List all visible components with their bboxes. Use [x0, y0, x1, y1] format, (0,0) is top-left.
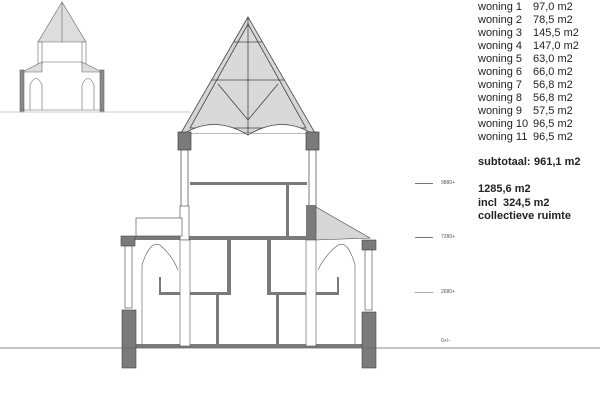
outer-walls — [120, 235, 377, 369]
subtotal-row: subtotaal:961,1 m2 — [478, 156, 580, 169]
area-row: woning 8 56,8 m2 — [478, 92, 580, 105]
subtotal-label: subtotaal: — [478, 156, 531, 168]
total-note: collectieve ruimte — [478, 210, 571, 222]
unit-area: 56,8 m2 — [533, 92, 573, 104]
total-block: 1285,6 m2 incl 324,5 m2 collectieve ruim… — [478, 183, 580, 224]
unit-name: woning 6 — [478, 66, 523, 78]
area-row: woning 6 66,0 m2 — [478, 66, 580, 79]
unit-name: woning 10 — [478, 118, 529, 130]
unit-area: 56,8 m2 — [533, 79, 573, 91]
roof-truss — [180, 16, 316, 136]
unit-name: woning 11 — [478, 131, 528, 143]
area-row: woning 4 147,0 m2 — [478, 40, 580, 53]
unit-area: 57,5 m2 — [533, 105, 573, 117]
right-low-roof — [315, 206, 372, 241]
unit-area: 78,5 m2 — [533, 14, 573, 26]
unit-area: 97,0 m2 — [533, 1, 573, 13]
thumbnail-section — [19, 1, 105, 113]
unit-name: woning 4 — [478, 40, 523, 52]
area-row: woning 5 63,0 m2 — [478, 53, 580, 66]
unit-name: woning 9 — [478, 105, 523, 117]
upper-columns — [177, 131, 320, 209]
unit-area: 147,0 m2 — [533, 40, 579, 52]
level-line-2680 — [415, 292, 433, 293]
unit-name: woning 8 — [478, 92, 523, 104]
level-line-7280 — [415, 237, 433, 238]
area-row: woning 7 56,8 m2 — [478, 79, 580, 92]
area-schedule: woning 1 97,0 m2 woning 2 78,5 m2 woning 3… — [478, 1, 580, 224]
unit-name: woning 5 — [478, 53, 523, 65]
area-row: woning 10 96,5 m2 — [478, 118, 580, 131]
subtotal-value: 961,1 m2 — [534, 156, 581, 168]
left-low-roof — [135, 217, 183, 237]
total-incl: incl 324,5 m2 — [478, 196, 550, 209]
level-line-9880 — [415, 183, 433, 184]
unit-area: 145,5 m2 — [533, 27, 579, 39]
level-label-7280: 7280+ — [441, 234, 456, 240]
unit-name: woning 7 — [478, 79, 523, 91]
level-label-9880: 9880+ — [441, 180, 456, 186]
total-value: 1285,6 m2 — [478, 183, 531, 195]
unit-area: 96,5 m2 — [533, 131, 573, 143]
area-row: woning 2 78,5 m2 — [478, 14, 580, 27]
area-row: woning 11 96,5 m2 — [478, 131, 580, 144]
area-row: woning 9 57,5 m2 — [478, 105, 580, 118]
area-row: woning 1 97,0 m2 — [478, 1, 580, 14]
unit-area: 63,0 m2 — [533, 53, 573, 65]
unit-area: 96,5 m2 — [533, 118, 573, 130]
area-row: woning 3 145,5 m2 — [478, 27, 580, 40]
unit-name: woning 2 — [478, 14, 523, 26]
level-label-ground: 0+/- — [441, 338, 450, 344]
lower-structure — [135, 238, 362, 348]
unit-area: 66,0 m2 — [533, 66, 573, 78]
level-label-2680: 2680+ — [441, 289, 456, 295]
unit-name: woning 3 — [478, 27, 523, 39]
unit-name: woning 1 — [478, 1, 523, 13]
